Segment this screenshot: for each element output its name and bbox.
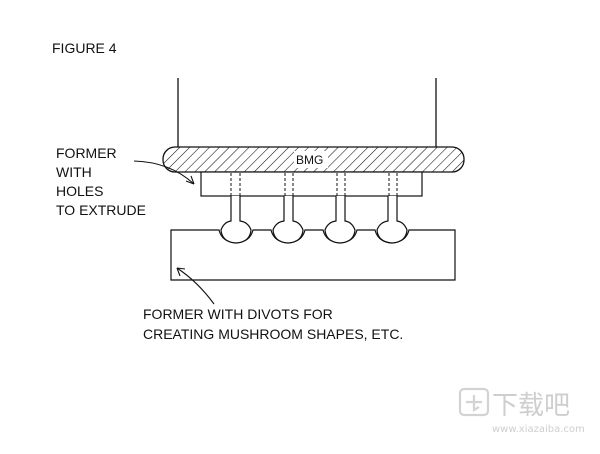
former-holes-line-1: FORMER	[56, 145, 117, 161]
label-former-holes: FORMER WITH HOLES TO EXTRUDE	[56, 145, 195, 218]
watermark-url: www.xiazaiba.com	[492, 424, 585, 435]
mushroom-4	[376, 196, 408, 244]
watermark-logo-text: 下载吧	[492, 391, 570, 421]
former-divots-line-2: CREATING MUSHROOM SHAPES, ETC.	[143, 326, 403, 342]
former-holes-line-3: HOLES	[56, 183, 103, 199]
former-with-divots	[170, 229, 456, 281]
former-holes-line-2: WITH	[56, 164, 92, 180]
watermark: 下载吧 www.xiazaiba.com	[458, 387, 585, 435]
bmg-label: BMG	[296, 153, 323, 167]
figure-title: FIGURE 4	[52, 40, 117, 56]
mushroom-extrusions	[220, 196, 408, 244]
mushroom-1	[220, 196, 252, 244]
former-holes-line-4: TO EXTRUDE	[56, 202, 146, 218]
mushroom-2	[272, 196, 304, 244]
former-with-holes	[200, 171, 423, 197]
mushroom-3	[324, 196, 356, 244]
press-column	[177, 78, 437, 147]
bmg-plate: BMG	[162, 146, 465, 173]
former-divots-line-1: FORMER WITH DIVOTS FOR	[143, 306, 333, 322]
label-former-divots: FORMER WITH DIVOTS FOR CREATING MUSHROOM…	[143, 267, 403, 342]
